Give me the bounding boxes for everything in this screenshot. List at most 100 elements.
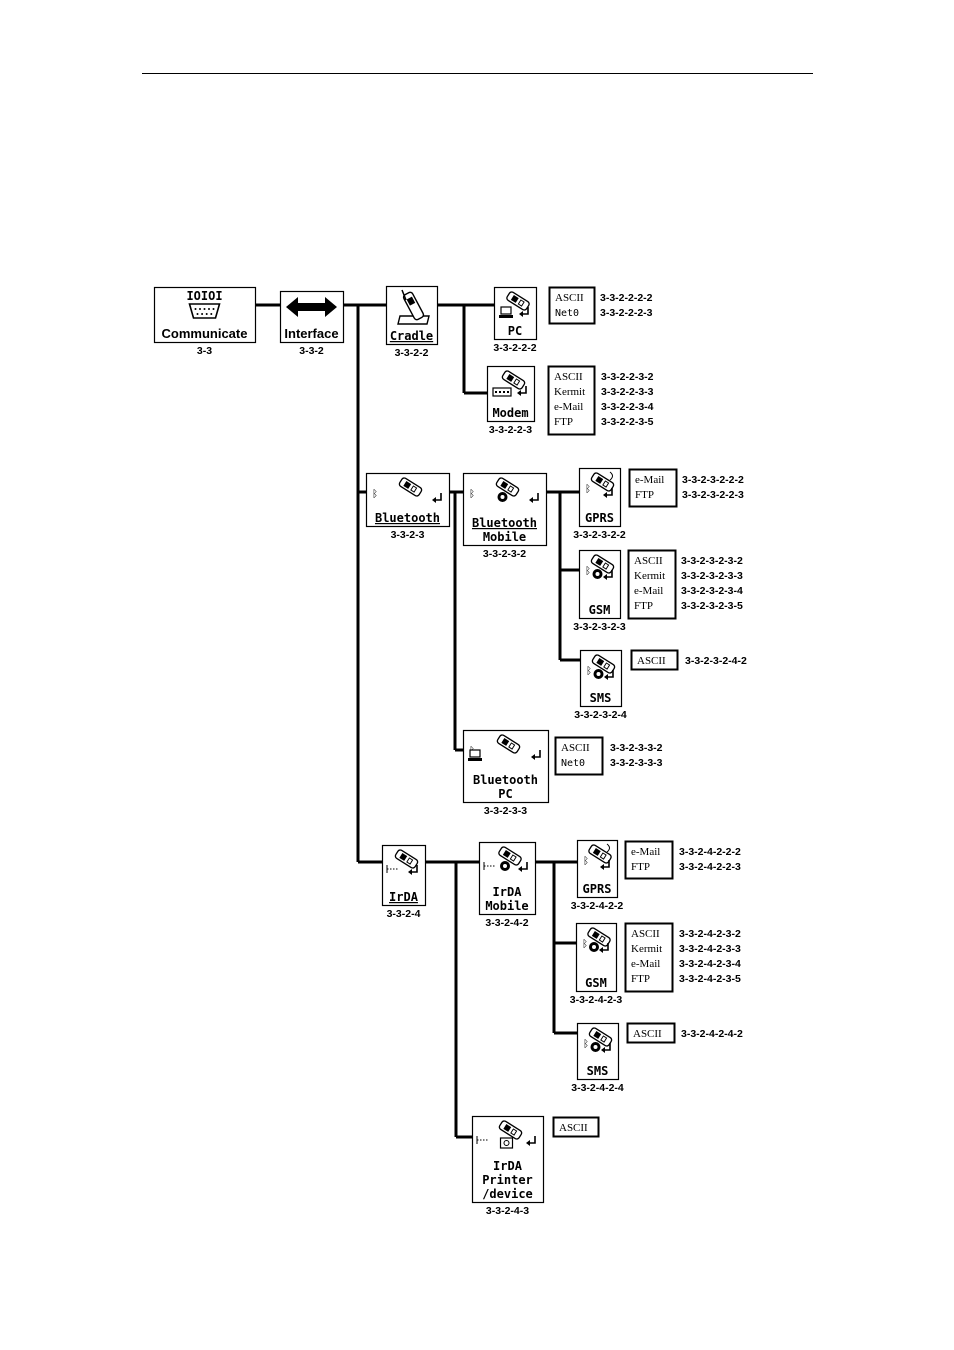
bluetooth-pc-icon: ᛒ	[468, 734, 541, 761]
option-item[interactable]: ASCII	[631, 928, 660, 940]
option-item[interactable]: FTP	[631, 861, 650, 873]
svg-text:ᛒ: ᛒ	[583, 856, 589, 867]
option-item[interactable]: e-Mail	[634, 585, 663, 597]
option-code: 3-3-2-2-2-2	[600, 292, 653, 304]
node-label: Mobile	[483, 530, 526, 544]
option-item[interactable]: FTP	[635, 489, 654, 501]
option-item[interactable]: ASCII	[634, 555, 663, 567]
cradle-icon	[397, 289, 430, 325]
node-label: IrDA	[493, 885, 523, 899]
node-code: 3-3-2-3-2-3	[573, 621, 626, 633]
irda-mobile-icon	[483, 846, 528, 872]
option-item[interactable]: ASCII	[637, 655, 666, 667]
option-item[interactable]: FTP	[554, 416, 573, 428]
option-box	[626, 1022, 676, 1044]
option-item[interactable]: ASCII	[555, 292, 584, 304]
option-item[interactable]: e-Mail	[635, 474, 664, 486]
option-item[interactable]: Net0	[555, 308, 579, 319]
header-rule	[142, 73, 813, 74]
svg-text:ᛒ: ᛒ	[583, 1039, 589, 1050]
option-item[interactable]: ASCII	[633, 1028, 662, 1040]
option-code: 3-3-2-4-2-4-2	[681, 1028, 743, 1040]
serial-port-icon: IOIOI	[186, 289, 223, 319]
menu-node-communicate[interactable]: IOIOI Communicate 3-3	[153, 286, 257, 358]
option-item[interactable]: FTP	[631, 973, 650, 985]
bluetooth-phone-icon: ᛒ	[372, 477, 442, 503]
option-item[interactable]: e-Mail	[631, 958, 660, 970]
option-item[interactable]: Net0	[561, 758, 585, 769]
option-code: 3-3-2-3-2-3-2	[681, 555, 743, 567]
option-box	[630, 649, 679, 671]
option-code: 3-3-2-4-2-3-2	[679, 928, 741, 940]
menu-node-bt-pc[interactable]: ᛒBluetoothPC3-3-2-3-3	[462, 729, 550, 818]
node-label: /device	[482, 1187, 533, 1201]
node-code: 3-3-2-3	[391, 529, 425, 541]
node-label: PC	[498, 787, 512, 801]
option-code: 3-3-2-3-2-3-4	[681, 585, 743, 597]
printer-icon	[476, 1120, 536, 1149]
option-item[interactable]: ASCII	[561, 742, 590, 754]
node-code: 3-3-2-4-2	[485, 917, 528, 929]
svg-text:ᛒ: ᛒ	[469, 489, 475, 500]
gsm-icon: ᛒ	[582, 927, 611, 953]
node-label: SMS	[587, 1064, 609, 1078]
option-code: 3-3-2-2-3-5	[601, 416, 654, 428]
option-box	[627, 549, 677, 620]
svg-text:ᛒ: ᛒ	[372, 489, 378, 500]
option-code: 3-3-2-4-2-2-3	[679, 861, 741, 873]
option-code: 3-3-2-2-2-3	[600, 307, 653, 319]
gprs-icon: ᛒ	[583, 843, 612, 870]
node-code: 3-3	[197, 345, 212, 357]
svg-text:ᛒ: ᛒ	[585, 484, 591, 495]
node-code: 3-3-2-3-3	[484, 805, 527, 817]
node-label: Communicate	[162, 326, 248, 341]
option-box	[554, 736, 604, 776]
node-label: GSM	[585, 976, 607, 990]
option-item[interactable]: Kermit	[631, 943, 662, 955]
option-group-ir-sms: ASCII 3-3-2-4-2-4-2	[626, 1022, 743, 1044]
node-code: 3-3-2-2-2	[493, 342, 536, 354]
node-code: 3-3-2-2	[395, 347, 429, 359]
node-label: Mobile	[485, 899, 528, 913]
option-code: 3-3-2-3-2-2-3	[682, 489, 744, 501]
option-code: 3-3-2-2-3-4	[601, 401, 654, 413]
option-box	[624, 922, 674, 993]
option-item[interactable]: ASCII	[559, 1122, 588, 1134]
option-item[interactable]: Kermit	[554, 386, 585, 398]
sms-icon: ᛒ	[586, 654, 616, 680]
option-item[interactable]: ASCII	[554, 371, 583, 383]
gprs-icon: ᛒ	[585, 471, 615, 498]
option-box	[628, 468, 678, 508]
option-code: 3-3-2-3-2-2-2	[682, 474, 744, 486]
svg-text:ᛒ: ᛒ	[582, 939, 588, 950]
node-code: 3-3-2-2-3	[489, 424, 532, 436]
option-box	[547, 365, 596, 436]
option-item[interactable]: FTP	[634, 600, 653, 612]
option-item[interactable]: Kermit	[634, 570, 665, 582]
option-group-irda-printer: ASCII	[552, 1116, 600, 1138]
menu-node-pc[interactable]: PC3-3-2-2-2	[493, 286, 538, 355]
option-item[interactable]: e-Mail	[554, 401, 583, 413]
option-item[interactable]: e-Mail	[631, 846, 660, 858]
